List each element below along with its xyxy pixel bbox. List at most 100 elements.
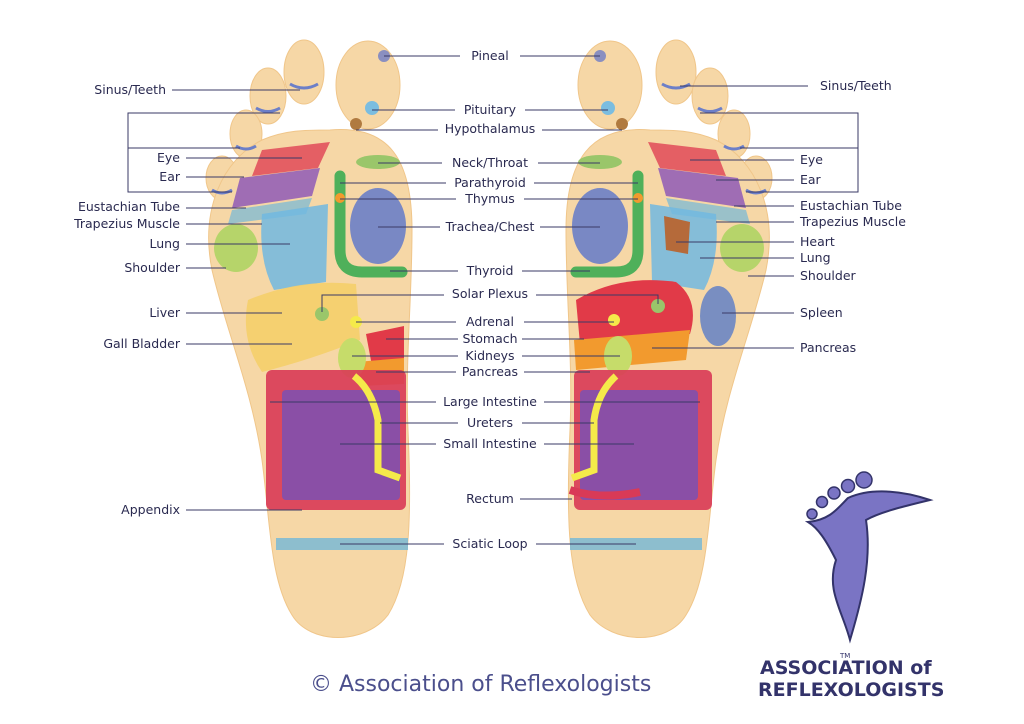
label-eye-right: Eye <box>800 152 823 167</box>
left-sinus-mark-3 <box>235 144 257 151</box>
logo-toe-3 <box>827 486 841 500</box>
label-kidneys: Kidneys <box>465 348 514 363</box>
label-sciatic-loop: Sciatic Loop <box>452 536 527 551</box>
left-shoulder-zone <box>214 224 258 272</box>
right-sinus-mark-2 <box>697 106 723 113</box>
label-shoulder-right: Shoulder <box>800 268 857 283</box>
label-lung-right: Lung <box>800 250 831 265</box>
right-eye-zone <box>648 142 726 176</box>
label-sinus-teeth-right: Sinus/Teeth <box>820 78 892 93</box>
label-heart: Heart <box>800 234 835 249</box>
left-chest-zone <box>350 188 406 264</box>
left-eustachian-zone <box>228 198 312 224</box>
right-ureter <box>570 373 619 482</box>
right-sinus-mark-3 <box>723 144 745 151</box>
right-neck-throat-zone <box>578 155 622 169</box>
left-sinus-mark <box>289 82 319 90</box>
logo-toe-2 <box>815 495 829 509</box>
left-solar-plexus-point <box>315 307 329 321</box>
right-shoulder-zone <box>720 224 764 272</box>
labels: Pineal Pituitary Hypothalamus Neck/Throa… <box>73 48 906 551</box>
right-pituitary-point <box>601 101 615 115</box>
label-eye-left: Eye <box>157 150 180 165</box>
label-trachea-chest: Trachea/Chest <box>445 219 535 234</box>
right-thyroid-zone <box>570 170 644 278</box>
label-appendix: Appendix <box>121 502 180 517</box>
left-liver-zone <box>245 282 360 372</box>
left-kidney-zone <box>338 338 366 378</box>
right-solar-plexus-point <box>651 299 665 313</box>
left-sinus-mark-2 <box>255 106 281 113</box>
left-sinus-mark-4 <box>211 188 233 195</box>
logo-line-2: REFLEXOLOGISTS <box>758 679 944 701</box>
right-big-toe <box>577 40 643 130</box>
label-trapezius-right: Trapezius Muscle <box>799 214 906 229</box>
left-thymus-point <box>335 193 345 203</box>
right-foot <box>565 39 773 638</box>
right-sinus-mark <box>661 82 691 90</box>
right-small-intestine-zone <box>580 390 698 500</box>
label-trapezius-left: Trapezius Muscle <box>73 216 180 231</box>
left-pituitary-point <box>365 101 379 115</box>
leader-solar-r <box>536 294 659 304</box>
left-ear-zone <box>232 168 320 208</box>
leader-sinus-bracket-l <box>127 112 280 193</box>
label-neck-throat: Neck/Throat <box>452 155 528 170</box>
right-ear-zone <box>658 168 746 208</box>
label-large-intestine: Large Intestine <box>443 394 537 409</box>
logo-tm: TM <box>839 652 850 660</box>
left-small-intestine-zone <box>282 390 400 500</box>
label-eustachian-left: Eustachian Tube <box>78 199 180 214</box>
label-adrenal: Adrenal <box>466 314 514 329</box>
label-liver: Liver <box>149 305 181 320</box>
left-ureter <box>351 373 402 482</box>
label-pancreas-right: Pancreas <box>800 340 856 355</box>
left-eye-zone <box>252 142 330 176</box>
left-toe-2 <box>283 39 325 105</box>
label-sinus-teeth-left: Sinus/Teeth <box>94 82 166 97</box>
right-adrenal-point <box>608 314 620 326</box>
label-pineal: Pineal <box>471 48 508 63</box>
label-spleen: Spleen <box>800 305 843 320</box>
leader-sinus-bracket-r <box>700 112 859 193</box>
label-gall-bladder: Gall Bladder <box>103 336 181 351</box>
left-neck-throat-zone <box>356 155 400 169</box>
label-ear-right: Ear <box>800 172 822 187</box>
label-hypothalamus: Hypothalamus <box>445 121 536 136</box>
label-stomach: Stomach <box>462 331 517 346</box>
left-thyroid-zone <box>334 170 408 278</box>
logo-line-1: ASSOCIATION of <box>760 657 932 679</box>
leader-solar-l <box>321 294 444 312</box>
logo-toe-5 <box>855 471 873 489</box>
association-logo: TM ASSOCIATION of REFLEXOLOGISTS <box>758 471 944 701</box>
left-big-toe <box>335 40 401 130</box>
label-thyroid: Thyroid <box>466 263 514 278</box>
left-hypothalamus-point <box>350 118 362 130</box>
right-stomach-zone <box>576 280 693 344</box>
right-toe-3 <box>691 67 729 125</box>
right-sinus-mark-4 <box>745 188 767 195</box>
right-toe-2 <box>655 39 697 105</box>
right-heart-zone <box>664 216 690 254</box>
label-shoulder-left: Shoulder <box>124 260 181 275</box>
label-parathyroid: Parathyroid <box>454 175 526 190</box>
logo-figure-icon <box>804 490 934 644</box>
logo-toe-1 <box>806 508 818 520</box>
right-thymus-point <box>633 193 643 203</box>
label-small-intestine: Small Intestine <box>443 436 537 451</box>
label-pituitary: Pituitary <box>464 102 517 117</box>
right-eustachian-zone <box>666 198 750 224</box>
right-pancreas-zone <box>574 330 690 370</box>
left-foot <box>205 39 413 638</box>
label-rectum: Rectum <box>466 491 514 506</box>
left-lung-zone <box>261 204 328 290</box>
right-chest-zone <box>572 188 628 264</box>
copyright-text: © Association of Reflexologists <box>310 672 652 697</box>
logo-toe-4 <box>840 478 856 494</box>
label-lung-left: Lung <box>149 236 180 251</box>
label-pancreas-center: Pancreas <box>462 364 518 379</box>
label-solar-plexus: Solar Plexus <box>452 286 528 301</box>
label-ear-left: Ear <box>159 169 181 184</box>
label-thymus: Thymus <box>464 191 515 206</box>
